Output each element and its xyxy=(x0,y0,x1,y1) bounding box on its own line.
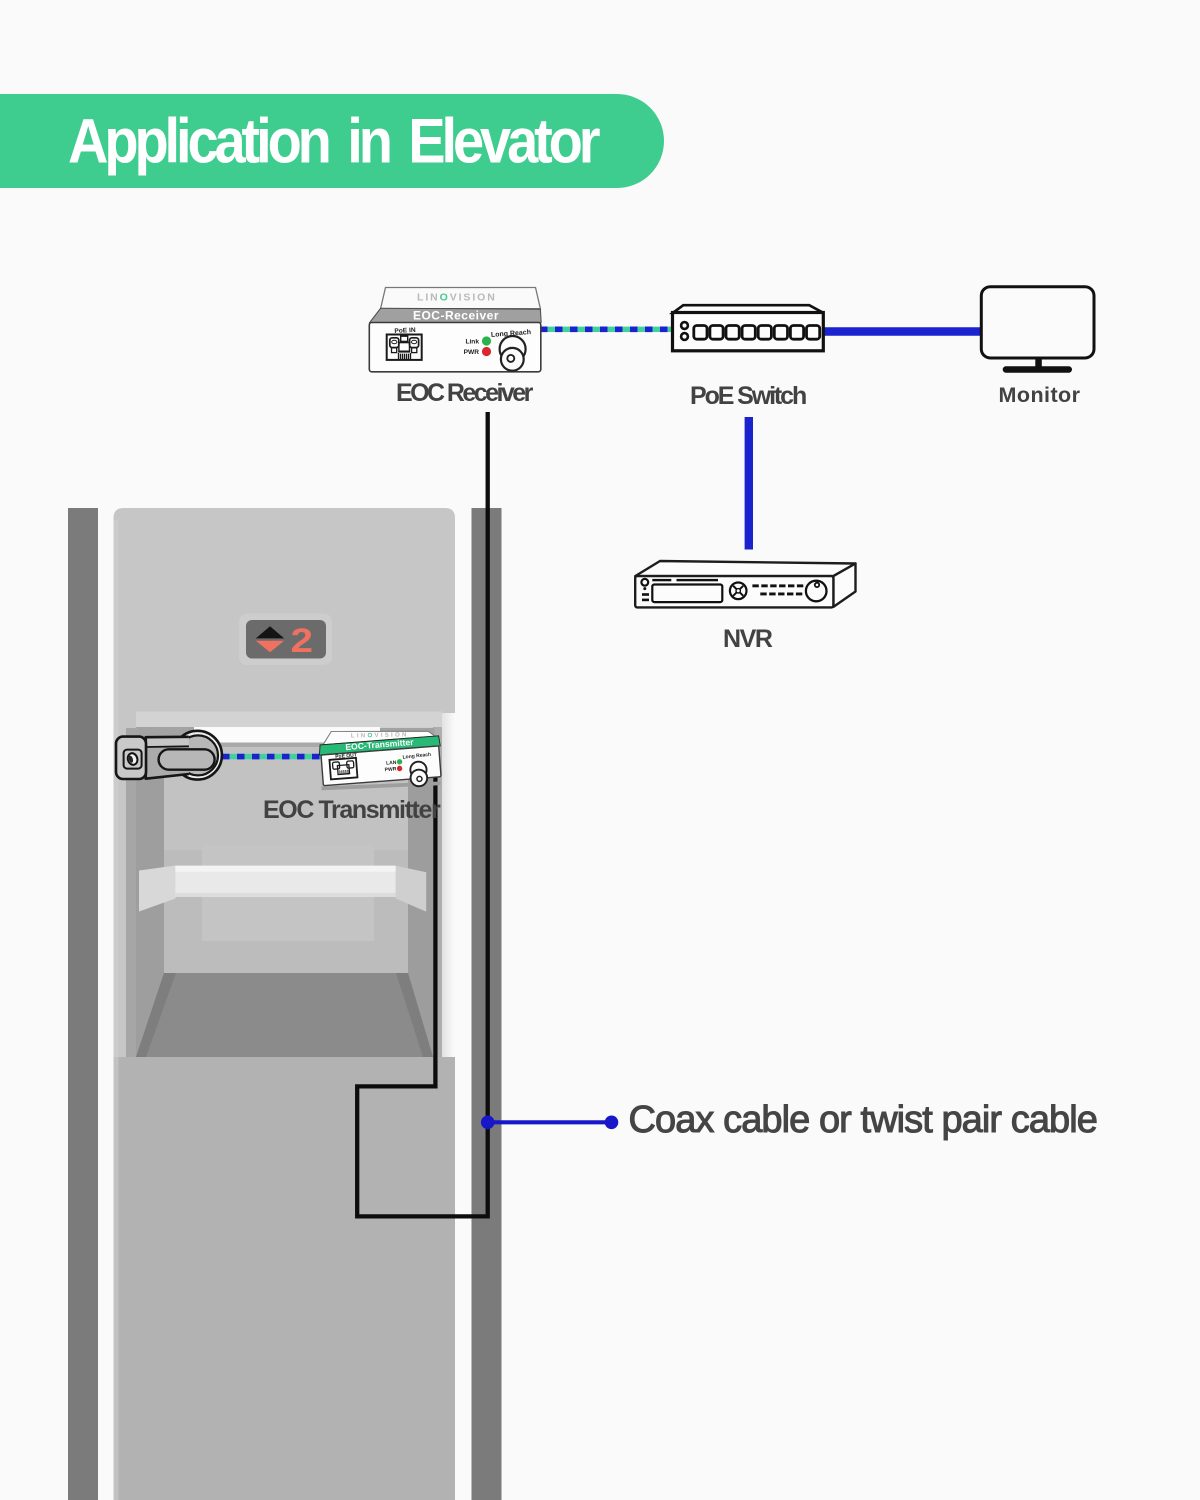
svg-text:PoE IN: PoE IN xyxy=(394,327,416,335)
svg-text:Long Reach: Long Reach xyxy=(491,329,531,339)
svg-text:PoE OUT: PoE OUT xyxy=(335,752,357,760)
svg-text:2: 2 xyxy=(291,622,314,660)
svg-text:PWR: PWR xyxy=(464,349,480,356)
svg-text:EOC-Receiver: EOC-Receiver xyxy=(413,309,499,323)
svg-text:PWR: PWR xyxy=(384,766,396,773)
svg-text:Long Reach: Long Reach xyxy=(402,752,431,761)
svg-text:LAN: LAN xyxy=(386,760,397,767)
svg-text:Link: Link xyxy=(465,339,479,346)
svg-text:LINOVISION: LINOVISION xyxy=(417,292,497,304)
svg-text:LINOVISION: LINOVISION xyxy=(351,731,409,739)
